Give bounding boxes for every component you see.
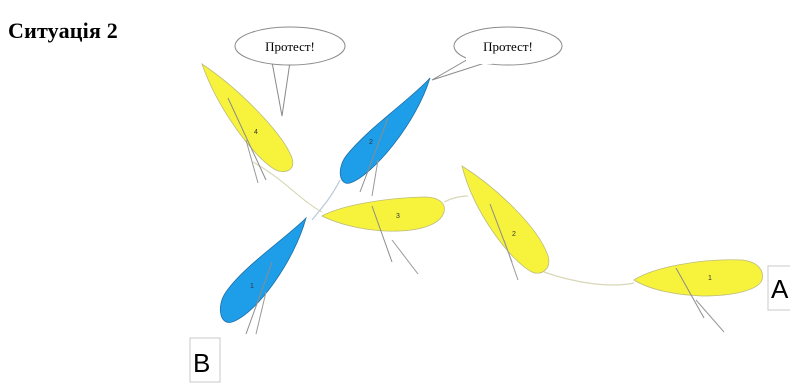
- bubble-text: Протест!: [483, 39, 533, 54]
- speech-bubble-right: Протест!: [431, 26, 563, 81]
- point-a-label: A: [771, 274, 789, 304]
- boat-number: 2: [512, 231, 516, 238]
- course-line: [311, 179, 341, 221]
- point-b: B: [189, 337, 221, 383]
- point-b-label: B: [193, 348, 210, 378]
- course-line: [543, 271, 635, 286]
- boat-hull: [201, 63, 294, 173]
- point-a-frame: [767, 265, 790, 311]
- speech-bubble-left: Протест!: [234, 26, 346, 117]
- boat-boom: [359, 117, 389, 193]
- situation-title: Ситуація 2: [8, 18, 118, 43]
- boat-boom: [371, 205, 393, 263]
- course-line: [252, 161, 323, 213]
- boat-sail: [255, 291, 267, 335]
- point-b-frame: [189, 337, 221, 383]
- boat-hull: [321, 196, 445, 232]
- boat-sail: [371, 159, 379, 197]
- boat-number: 4: [254, 129, 258, 136]
- boat-hull: [339, 77, 431, 184]
- bubble-tail: [271, 61, 291, 117]
- boat-hull: [461, 165, 550, 274]
- boat-boom: [675, 267, 705, 319]
- boat-yellow-4: 4: [201, 63, 294, 184]
- course-line: [443, 195, 469, 203]
- boat-hull: [219, 216, 307, 323]
- boat-number: 2: [369, 139, 373, 146]
- boat-yellow-1: 1: [633, 259, 763, 333]
- bubble-body: [453, 26, 563, 66]
- boat-sail: [503, 239, 519, 281]
- boat-number: 1: [708, 275, 712, 282]
- boat-sail: [245, 139, 259, 184]
- bubble-body: [234, 26, 346, 66]
- boat-sail: [391, 239, 419, 275]
- boat-boom: [245, 261, 273, 335]
- point-a: A: [767, 265, 790, 311]
- bubble-text: Протест!: [265, 39, 315, 54]
- boat-boom: [227, 97, 267, 181]
- boat-number: 3: [396, 213, 400, 220]
- boat-sail: [695, 299, 725, 333]
- boat-hull: [633, 259, 763, 297]
- boat-blue-1: 1: [219, 216, 307, 335]
- boat-number: 1: [250, 283, 254, 290]
- boat-yellow-3: 3: [321, 196, 445, 275]
- boat-yellow-2: 2: [461, 165, 550, 281]
- boat-blue-2: 2: [339, 77, 431, 197]
